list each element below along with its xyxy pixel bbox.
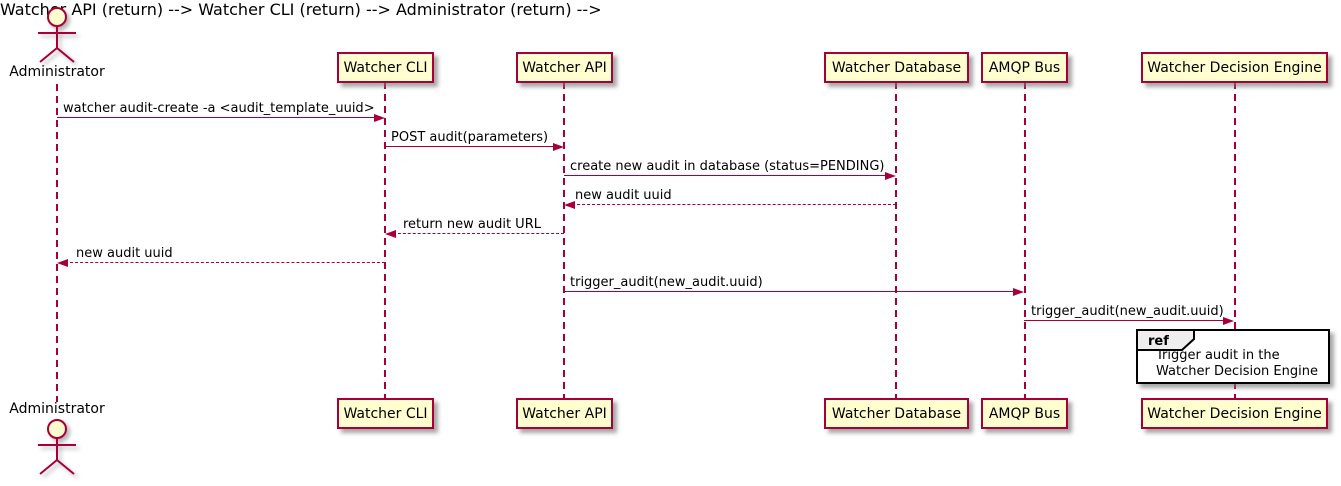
message-label: trigger_audit(new_audit.uuid) [570,275,763,290]
participant-label: Watcher CLI [343,405,428,422]
message-line [388,233,564,234]
participant-watcher-cli-bottom: Watcher CLI [337,398,434,429]
message-label: return new audit URL [403,217,541,232]
ref-content: Trigger audit in the Watcher Decision En… [1156,348,1318,380]
message-create-audit-db: create new audit in database (status=PEN… [564,159,896,181]
administrator-actor-icon [38,7,76,63]
message-new-audit-uuid-cli: new audit uuid [57,246,385,268]
participant-label: Watcher API [522,59,607,76]
message-line [385,146,561,147]
participant-label: AMQP Bus [988,405,1061,422]
message-post-audit: POST audit(parameters) [385,130,564,152]
message-label: new audit uuid [76,246,173,261]
arrow-right-icon [885,171,896,180]
actor-label-bottom: Administrator [9,401,105,417]
participant-watcher-api-top: Watcher API [516,52,613,83]
participant-watcher-decision-engine-top: Watcher Decision Engine [1141,52,1328,83]
arrow-right-icon [553,142,564,151]
arrow-right-icon [1013,287,1024,296]
message-label: trigger_audit(new_audit.uuid) [1031,304,1224,319]
participant-label: Watcher API [522,405,607,422]
participant-label: Watcher Decision Engine [1147,59,1322,76]
lifeline-amqp-bus [1024,82,1026,398]
lifeline-watcher-api [563,82,565,398]
message-label: POST audit(parameters) [391,130,549,145]
arrow-left-icon [57,258,68,267]
participant-watcher-decision-engine-bottom: Watcher Decision Engine [1141,398,1328,429]
message-audit-create: watcher audit-create -a <audit_template_… [57,101,385,123]
message-line [564,175,893,176]
ref-tab: ref [1136,329,1195,351]
message-line [567,204,896,205]
lifeline-administrator [56,84,58,402]
message-trigger-audit-engine: trigger_audit(new_audit.uuid) [1024,304,1234,326]
participant-watcher-database-top: Watcher Database [824,52,969,83]
participant-watcher-cli-top: Watcher CLI [337,52,434,83]
message-trigger-audit-amqp: trigger_audit(new_audit.uuid) [564,275,1024,297]
ref-fragment: ref Trigger audit in the Watcher Decisio… [1136,329,1330,384]
lifeline-watcher-decision-engine [1234,82,1236,398]
actor-label-top: Administrator [9,64,105,80]
lifeline-watcher-database [895,82,897,398]
message-line [564,291,1021,292]
participant-label: Watcher Database [831,59,962,76]
participant-label: AMQP Bus [988,59,1061,76]
arrow-left-icon [564,200,575,209]
message-line [57,117,382,118]
participant-label: Watcher CLI [343,59,428,76]
arrow-right-icon [1223,316,1234,325]
message-new-audit-uuid-db: new audit uuid [564,188,896,210]
message-line [1024,320,1231,321]
message-return-audit-url: return new audit URL [385,217,564,239]
participant-amqp-bus-top: AMQP Bus [981,52,1068,83]
participant-watcher-database-bottom: Watcher Database [824,398,969,429]
participant-label: Watcher Decision Engine [1147,405,1322,422]
ref-text-line: Trigger audit in the [1156,348,1280,363]
lifeline-watcher-cli [384,82,386,398]
participant-label: Watcher Database [831,405,962,422]
arrow-right-icon [374,113,385,122]
administrator-actor-icon [38,419,76,475]
message-label: new audit uuid [575,188,672,203]
message-label: watcher audit-create -a <audit_template_… [63,101,375,116]
message-label: create new audit in database (status=PEN… [570,159,885,174]
participant-amqp-bus-bottom: AMQP Bus [981,398,1068,429]
participant-watcher-api-bottom: Watcher API [516,398,613,429]
arrow-left-icon [385,229,396,238]
message-line [60,262,385,263]
ref-keyword-label: ref [1148,334,1169,349]
ref-text-line: Watcher Decision Engine [1156,364,1318,379]
